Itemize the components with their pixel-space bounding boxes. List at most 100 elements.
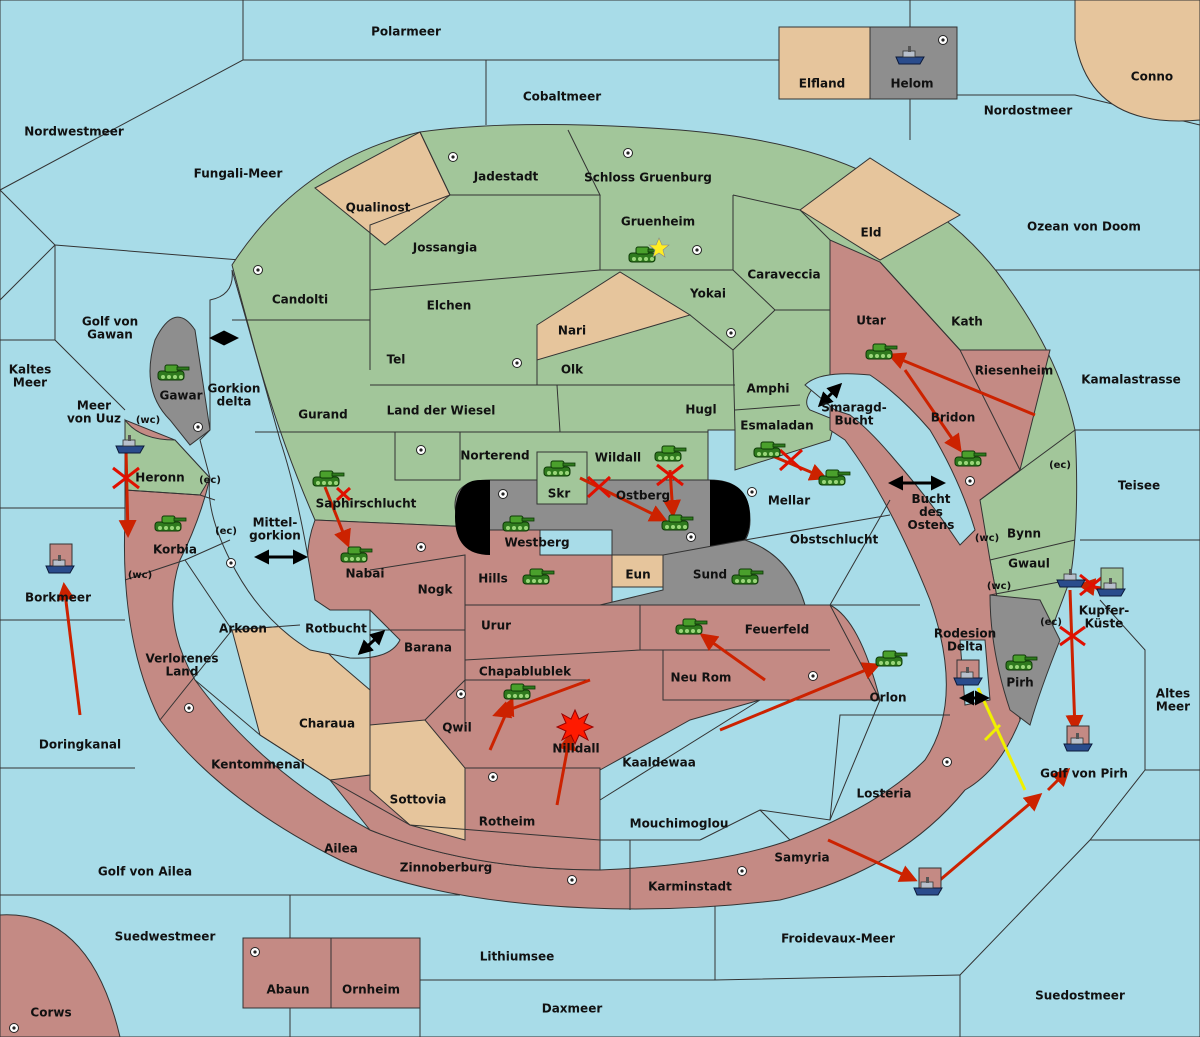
label-jossangia: Jossangia	[412, 241, 477, 255]
region-conno[interactable]	[1074, 0, 1200, 122]
label-losteria: Losteria	[856, 787, 911, 801]
label-ozean-von-doom: Ozean von Doom	[1027, 220, 1141, 234]
label-gruenheim: Gruenheim	[621, 215, 695, 229]
label-nordostmeer: Nordostmeer	[984, 104, 1073, 118]
label-yokai: Yokai	[689, 287, 726, 301]
label-heronn: Heronn	[135, 471, 184, 485]
coast-label-gwaul-ec: (ec)	[1040, 617, 1062, 628]
label-gurand: Gurand	[298, 408, 348, 422]
supply-center-dot-icon	[498, 489, 508, 499]
label-suedwestmeer: Suedwestmeer	[115, 930, 216, 944]
label-urur: Urur	[481, 619, 511, 633]
label-smaragd-bucht: Smaragd-Bucht	[821, 400, 886, 427]
label-cobaltmeer: Cobaltmeer	[523, 90, 601, 104]
label-karminstadt: Karminstadt	[648, 880, 732, 894]
label-sottovia: Sottovia	[390, 793, 447, 807]
label-gwaul: Gwaul	[1008, 557, 1050, 571]
sea-smaragd-bucht[interactable]	[804, 373, 976, 546]
red-x-icon	[586, 475, 612, 499]
black-cap-west	[455, 480, 490, 555]
label-land-der-wiesel: Land der Wiesel	[387, 404, 496, 418]
label-golf-von-pirh: Golf von Pirh	[1040, 767, 1128, 781]
label-eun: Eun	[625, 568, 650, 582]
label-qualinost: Qualinost	[346, 201, 411, 215]
label-feuerfeld: Feuerfeld	[745, 623, 810, 637]
label-westberg: Westberg	[504, 536, 569, 550]
label-kamalastrasse: Kamalastrasse	[1081, 373, 1181, 387]
label-samyria: Samyria	[774, 851, 829, 865]
supply-center-dot-icon	[726, 328, 736, 338]
coast-label-heronn-ec: (ec)	[199, 475, 221, 486]
label-arkoon: Arkoon	[219, 622, 267, 636]
label-mittelgorkion: Mittel-gorkion	[249, 515, 301, 542]
supply-center-dot-icon	[942, 757, 952, 767]
label-jadestadt: Jadestadt	[473, 170, 539, 184]
supply-center-dot-icon	[184, 703, 194, 713]
label-gawar: Gawar	[159, 389, 202, 403]
label-saphirschlucht: Saphirschlucht	[316, 497, 417, 511]
label-qwil: Qwil	[442, 721, 472, 735]
label-elfland: Elfland	[799, 77, 845, 91]
label-caraveccia: Caraveccia	[747, 268, 820, 282]
label-korbia: Korbia	[153, 543, 197, 557]
supply-center-dot-icon	[456, 689, 466, 699]
label-pirh: Pirh	[1006, 676, 1033, 690]
region-corws[interactable]	[0, 914, 121, 1037]
supply-center-dot-icon	[416, 445, 426, 455]
supply-center-dot-icon	[253, 265, 263, 275]
supply-center-dot-icon	[448, 152, 458, 162]
region-elfland[interactable]	[778, 26, 871, 100]
supply-center-dot-icon	[488, 772, 498, 782]
label-barana: Barana	[404, 641, 452, 655]
label-rotbucht: Rotbucht	[305, 622, 367, 636]
label-bynn: Bynn	[1007, 527, 1041, 541]
label-amphi: Amphi	[746, 382, 789, 396]
supply-center-dot-icon	[512, 358, 522, 368]
supply-center-dot-icon	[416, 542, 426, 552]
label-fungali-meer: Fungali-Meer	[194, 167, 283, 181]
label-sund: Sund	[693, 568, 727, 582]
label-nordwestmeer: Nordwestmeer	[24, 125, 124, 139]
region-gawar[interactable]	[149, 316, 211, 446]
label-eld: Eld	[861, 226, 882, 240]
label-nilldall: Nilldall	[552, 742, 599, 756]
label-daxmeer: Daxmeer	[542, 1002, 603, 1016]
region-sund[interactable]	[599, 539, 806, 606]
label-lithiumsee: Lithiumsee	[480, 950, 555, 964]
label-suedostmeer: Suedostmeer	[1035, 989, 1125, 1003]
supply-center-dot-icon	[623, 148, 633, 158]
region-eld[interactable]	[799, 157, 961, 261]
label-corws: Corws	[30, 1006, 71, 1020]
orders	[56, 352, 1116, 882]
region-ornheim[interactable]	[330, 937, 421, 1009]
label-kaaldewaa: Kaaldewaa	[622, 756, 696, 770]
red-x-icon	[335, 486, 352, 502]
units	[45, 45, 1126, 896]
label-tel: Tel	[387, 353, 406, 367]
label-doringkanal: Doringkanal	[39, 738, 121, 752]
supply-center-dot-icon	[938, 35, 948, 45]
red-x-icon	[112, 466, 140, 490]
coast-label-korbia-wc: (wc)	[128, 570, 152, 581]
region-heronn[interactable]	[124, 418, 211, 496]
coast-label-korbia-ec: (ec)	[215, 526, 237, 537]
label-hugl: Hugl	[685, 403, 716, 417]
label-wildall: Wildall	[595, 451, 641, 465]
supply-center-dot-icon	[686, 532, 696, 542]
black-cap-east	[710, 480, 750, 555]
label-helom: Helom	[890, 77, 933, 91]
label-bridon: Bridon	[931, 411, 976, 425]
label-ornheim: Ornheim	[342, 983, 400, 997]
label-teisee: Teisee	[1118, 479, 1160, 493]
coast-label-gwaul-wc: (wc)	[987, 581, 1011, 592]
label-riesenheim: Riesenheim	[975, 364, 1054, 378]
label-kath: Kath	[951, 315, 983, 329]
label-hills: Hills	[478, 572, 508, 586]
label-norterend: Norterend	[460, 449, 529, 463]
label-utar: Utar	[856, 314, 886, 328]
coast-label-bridon-ec: (ec)	[1049, 460, 1071, 471]
land-red-south	[123, 239, 1051, 910]
